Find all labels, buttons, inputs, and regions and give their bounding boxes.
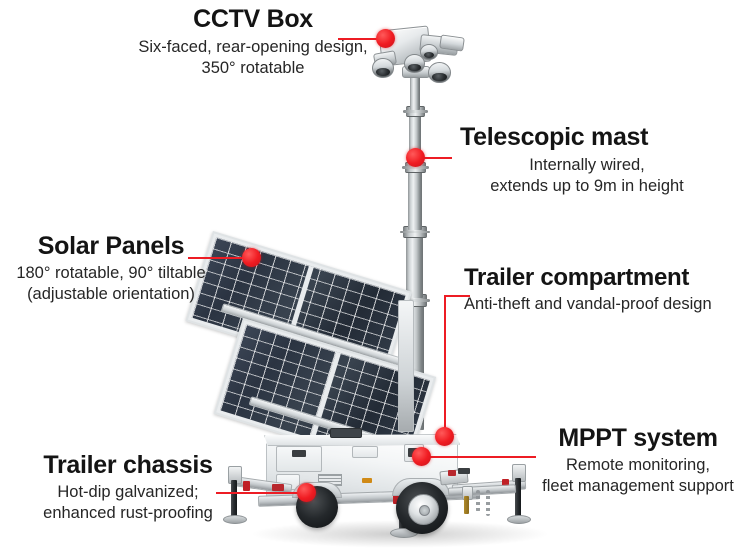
safety-chain-left: [476, 490, 480, 512]
leader-line-solar-panels: [188, 257, 252, 259]
callout-desc-mppt-system: Remote monitoring, fleet management supp…: [542, 456, 734, 496]
outrigger-foot-left: [223, 515, 247, 524]
marker-dot-trailer-compartment[interactable]: [435, 427, 454, 446]
dome-camera-rear: [420, 44, 438, 60]
outrigger-foot-right: [507, 515, 531, 524]
leader-line-cctv-box: [338, 38, 386, 40]
tail-lamp-left: [272, 484, 284, 491]
callout-title-telescopic-mast: Telescopic mast: [460, 123, 649, 151]
marker-dot-cctv-box[interactable]: [376, 29, 395, 48]
center-jack-accent: [393, 492, 399, 504]
safety-chain-right: [486, 490, 490, 516]
panel-mount-bracket: [398, 300, 414, 432]
door-latch-left[interactable]: [292, 450, 306, 457]
leader-line-trailer-chassis: [216, 492, 308, 494]
leader-line-trailer-compartment-v: [444, 295, 446, 437]
leader-line-telescopic-mast: [418, 157, 452, 159]
callout-desc-solar-panels: 180° rotatable, 90° tiltable (adjustable…: [16, 264, 206, 304]
marker-dot-solar-panels[interactable]: [242, 248, 261, 267]
callout-trailer-chassis: Trailer chassis Hot-dip galvanized; enha…: [24, 452, 232, 524]
marker-dot-trailer-chassis[interactable]: [297, 483, 316, 502]
callout-solar-panels: Solar Panels 180° rotatable, 90° tiltabl…: [0, 233, 226, 305]
callout-desc-trailer-compartment: Anti-theft and vandal-proof design: [464, 295, 712, 314]
outrigger-leg-left[interactable]: [231, 480, 237, 518]
tail-lamp-right: [448, 470, 456, 476]
mast-segment-2: [408, 168, 422, 230]
callout-desc-trailer-chassis: Hot-dip galvanized; enhanced rust-proofi…: [43, 483, 213, 523]
marker-dot-mppt-system[interactable]: [412, 447, 431, 466]
wheel-rim-front: [408, 494, 439, 525]
leader-line-trailer-compartment-h: [444, 295, 470, 297]
callout-title-mppt-system: MPPT system: [558, 424, 718, 452]
callout-title-cctv-box: CCTV Box: [193, 5, 313, 33]
callout-title-trailer-compartment: Trailer compartment: [464, 264, 690, 291]
mast-segment-3: [406, 232, 423, 298]
tongue-jack-leg[interactable]: [464, 496, 469, 514]
coupler-latch[interactable]: [458, 468, 470, 474]
side-marker-lamp: [362, 478, 372, 483]
callout-telescopic-mast: Telescopic mast Internally wired, extend…: [452, 124, 722, 197]
trailer-lid-riser: [330, 428, 362, 438]
callout-mppt-system: MPPT system Remote monitoring, fleet man…: [536, 425, 740, 497]
callout-title-solar-panels: Solar Panels: [37, 232, 185, 260]
mast-segment-top: [410, 74, 420, 110]
callout-trailer-compartment: Trailer compartment Anti-theft and vanda…: [464, 265, 740, 315]
callout-title-trailer-chassis: Trailer chassis: [43, 451, 213, 479]
marker-dot-telescopic-mast[interactable]: [406, 148, 425, 167]
dome-camera-center: [404, 54, 425, 73]
outrigger-accent-left: [243, 481, 250, 491]
outrigger-leg-right[interactable]: [515, 478, 521, 518]
compartment-door-mid[interactable]: [352, 446, 378, 458]
leader-line-mppt-system: [424, 456, 536, 458]
callout-cctv-box: CCTV Box Six-faced, rear-opening design,…: [108, 6, 398, 79]
dome-camera-right: [428, 62, 451, 83]
outrigger-accent-right: [502, 479, 509, 489]
dome-camera-left: [372, 58, 394, 78]
trailer-lid: [264, 434, 460, 446]
callout-desc-cctv-box: Six-faced, rear-opening design, 350° rot…: [138, 38, 368, 78]
callout-desc-telescopic-mast: Internally wired, extends up to 9m in he…: [490, 156, 684, 196]
